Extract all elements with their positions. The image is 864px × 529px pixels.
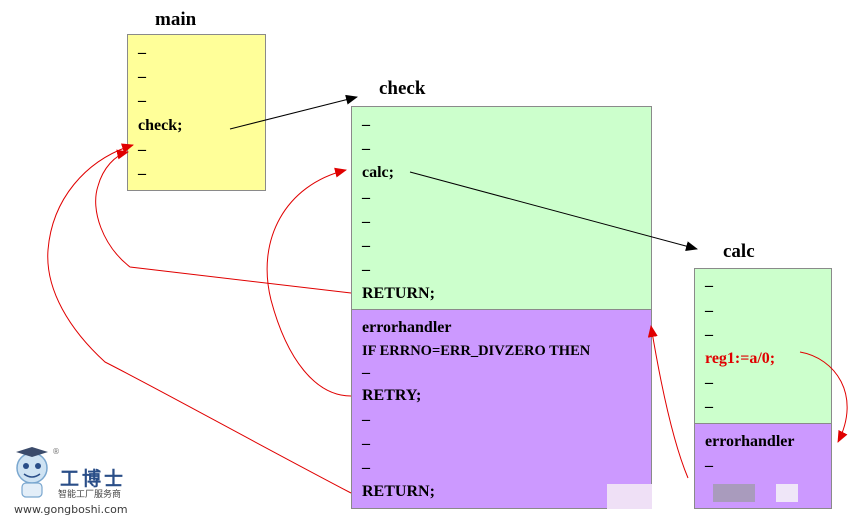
- check-routine-box: – – calc; – – – – RETURN;: [351, 106, 652, 310]
- check-handler-line-5: –: [362, 411, 370, 428]
- check-line-2: –: [362, 140, 370, 157]
- call-arrow-check-to-calc: [409, 171, 698, 251]
- call-arrow-main-to-check: [229, 94, 358, 130]
- check-line-6: –: [362, 237, 370, 254]
- calc-line-5: –: [705, 374, 713, 391]
- overlay-blob: [607, 484, 652, 509]
- check-handler-line-6: –: [362, 435, 370, 452]
- check-handler-return: RETURN;: [362, 483, 435, 500]
- return-arrow-handler-to-main: [47, 143, 352, 494]
- check-line-4: –: [362, 189, 370, 206]
- main-line-check-call: check;: [138, 117, 183, 134]
- check-line-return: RETURN;: [362, 285, 435, 302]
- main-routine-box: – – – check; – –: [127, 34, 266, 191]
- calc-line-6: –: [705, 398, 713, 415]
- main-line-5: –: [138, 141, 146, 158]
- main-line-1: –: [138, 44, 146, 61]
- overlay-blob: [776, 484, 798, 502]
- check-title: check: [379, 78, 426, 99]
- watermark-brand-name: 工博士: [60, 468, 127, 490]
- watermark-tagline: 智能工厂服务商: [58, 490, 122, 500]
- check-errorhandler-box: errorhandler IF ERRNO=ERR_DIVZERO THEN –…: [351, 309, 652, 509]
- main-line-3: –: [138, 92, 146, 109]
- check-line-7: –: [362, 261, 370, 278]
- check-handler-label: errorhandler: [362, 319, 452, 336]
- check-handler-line-3: –: [362, 364, 370, 381]
- check-line-calc-call: calc;: [362, 164, 394, 181]
- error-arrow-to-calc-handler: [799, 351, 848, 443]
- check-handler-line-7: –: [362, 459, 370, 476]
- main-title: main: [155, 9, 197, 30]
- calc-line-1: –: [705, 277, 713, 294]
- main-line-2: –: [138, 68, 146, 85]
- watermark-registered-mark: ®: [52, 447, 60, 456]
- check-line-1: –: [362, 116, 370, 133]
- calc-handler-line-2: –: [705, 457, 713, 474]
- return-arrow-check-to-main: [95, 149, 352, 294]
- calc-routine-box: – – – reg1:=a/0; – –: [694, 268, 832, 424]
- check-handler-retry: RETRY;: [362, 387, 422, 404]
- calc-line-division-by-zero: reg1:=a/0;: [705, 350, 776, 367]
- check-line-5: –: [362, 213, 370, 230]
- watermark-url: www.gongboshi.com: [14, 503, 128, 516]
- check-handler-condition: IF ERRNO=ERR_DIVZERO THEN: [362, 343, 591, 359]
- calc-title: calc: [723, 241, 755, 262]
- calc-handler-label: errorhandler: [705, 433, 795, 450]
- retry-arrow-to-calc: [266, 167, 352, 397]
- robot-mascot-icon: [16, 447, 48, 498]
- calc-line-3: –: [705, 326, 713, 343]
- main-line-6: –: [138, 165, 146, 182]
- calc-line-2: –: [705, 302, 713, 319]
- overlay-blob: [713, 484, 755, 502]
- error-arrow-calc-to-check-handler: [647, 325, 689, 479]
